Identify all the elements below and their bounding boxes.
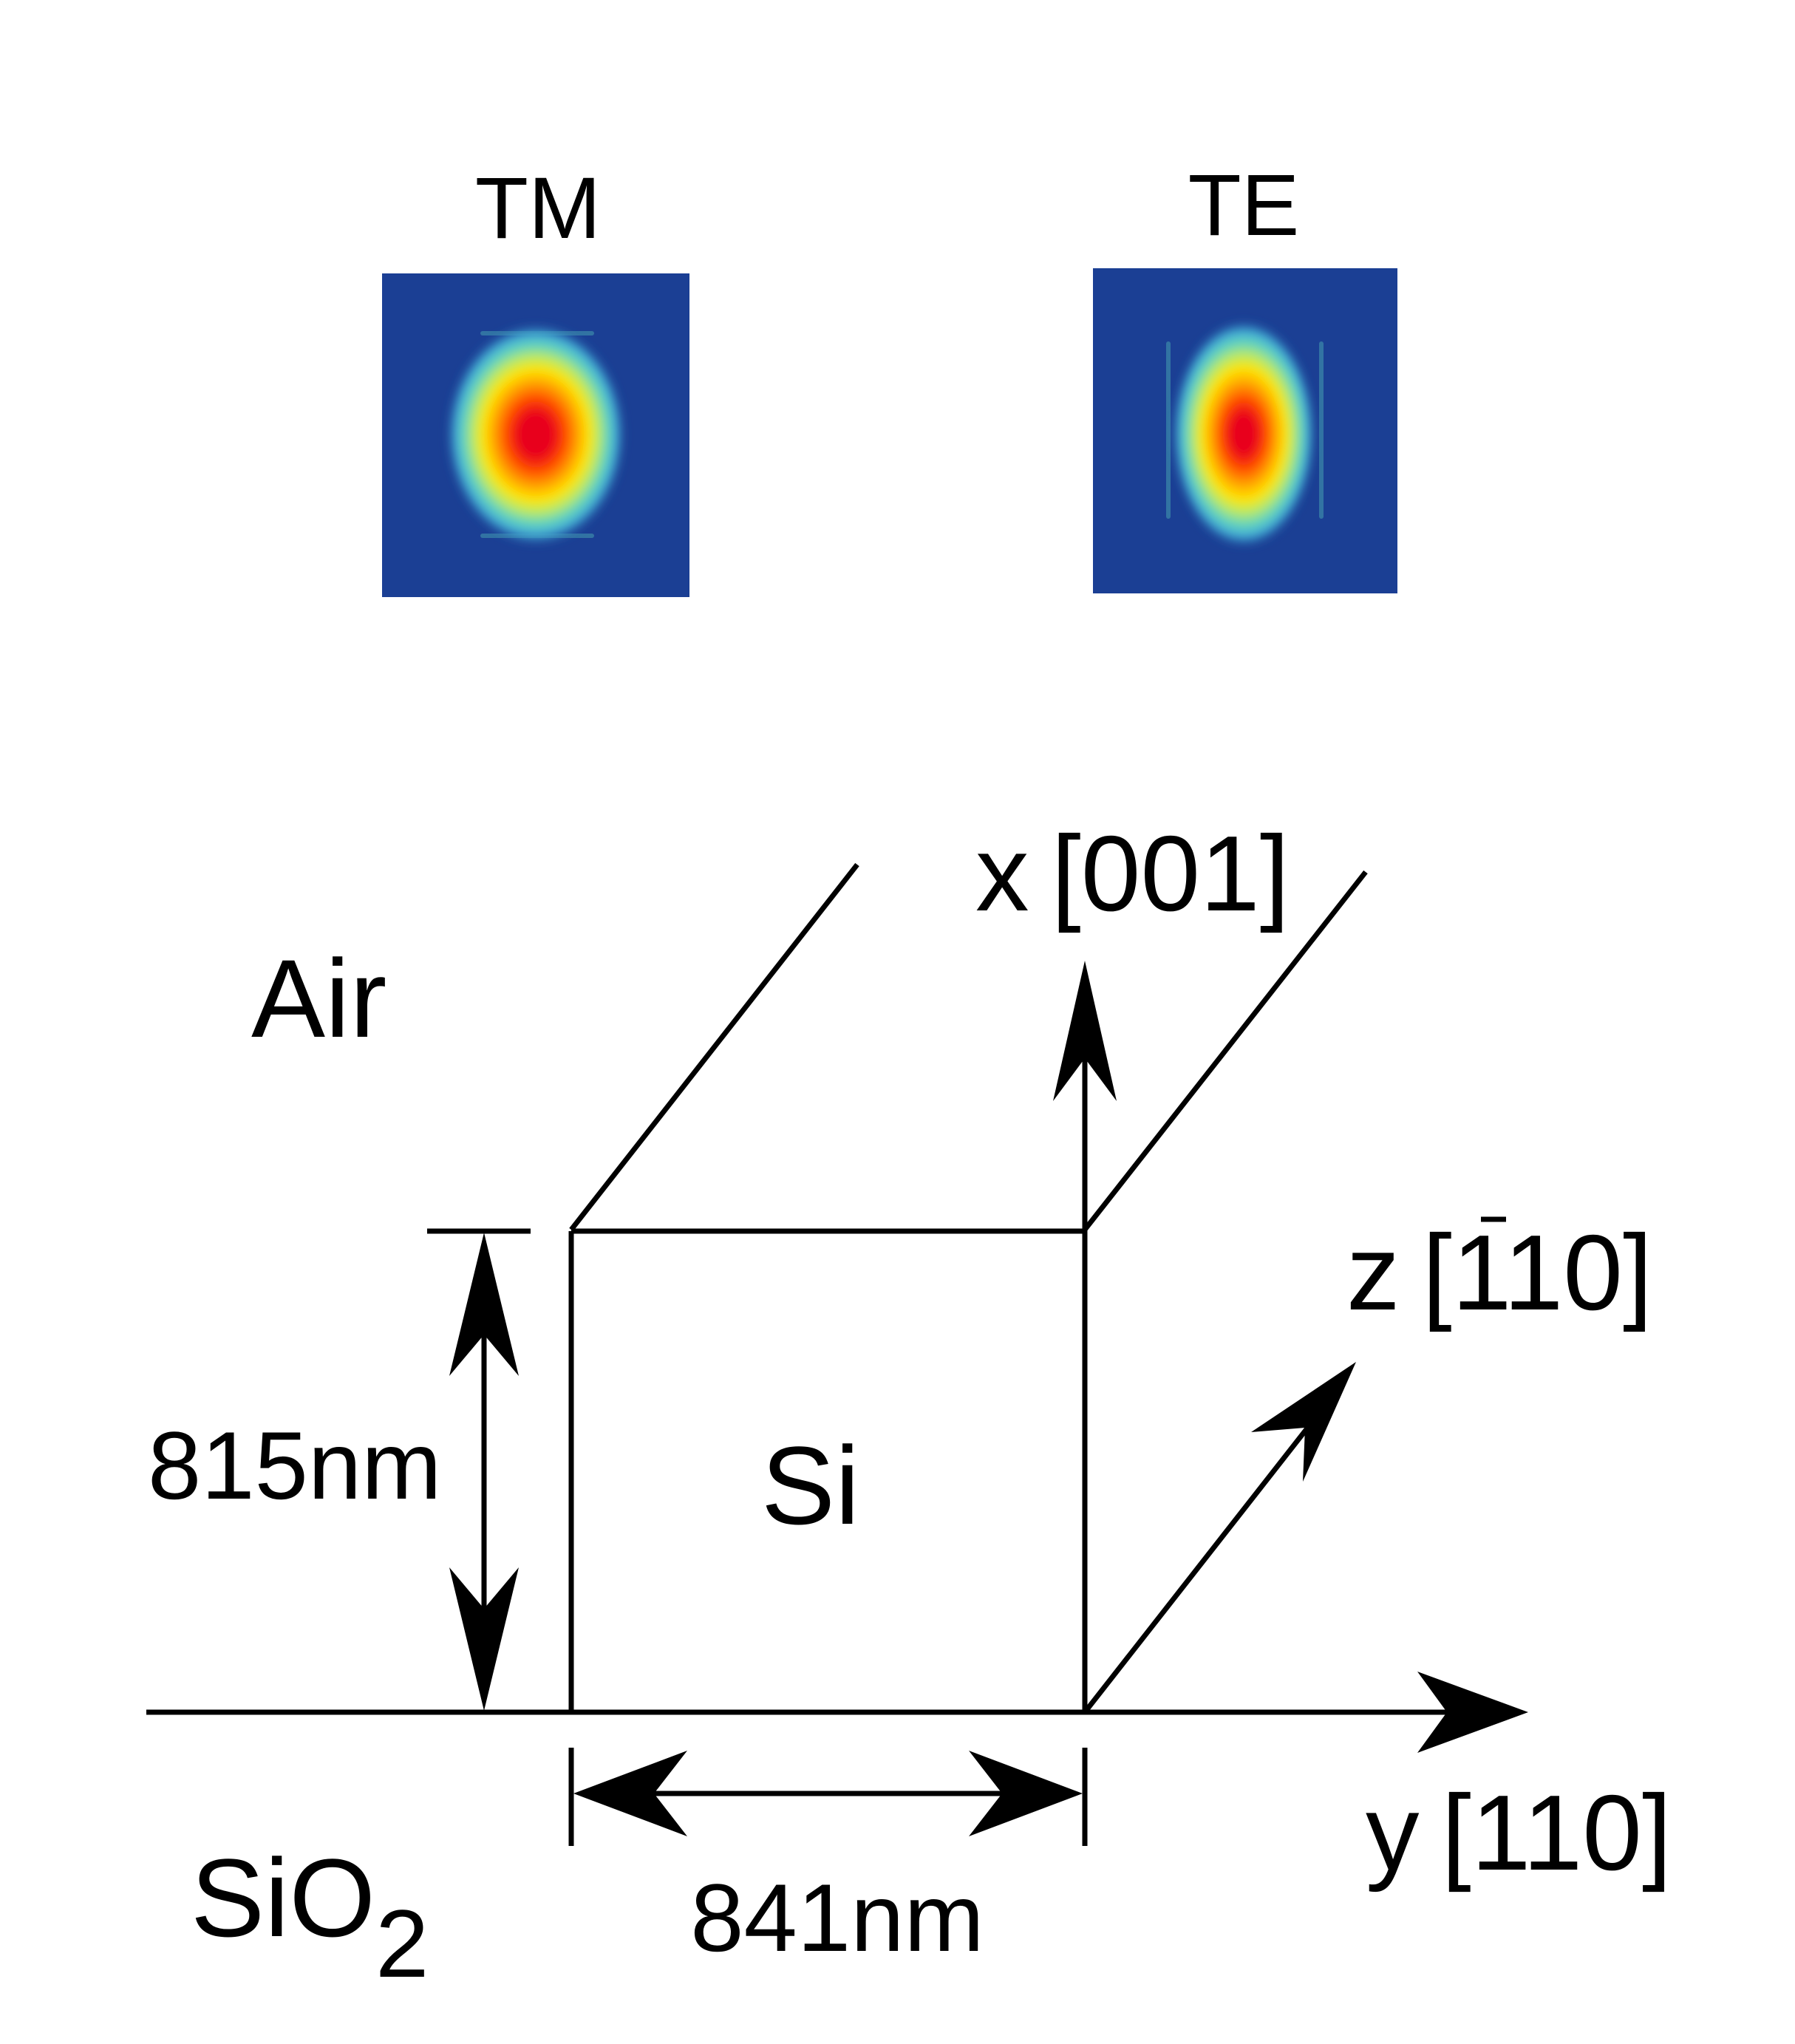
right-perspective-line [1083,870,1368,1232]
z-axis-line [1083,1420,1314,1714]
x-axis-arrowhead [1053,961,1117,1101]
x-axis-index: 001 [1081,814,1260,933]
te-mode-field [1171,319,1316,548]
y-axis-bracket-open: [ [1442,1773,1471,1893]
height-label: 815nm [148,1411,442,1519]
y-axis-label: y[110] [1366,1773,1672,1893]
x-axis-letter: x [975,814,1029,933]
y-axis-letter: y [1366,1773,1420,1893]
si-label: Si [761,1423,859,1547]
x-axis-bracket-open: [ [1052,814,1081,933]
z-axis-index-rest: 10 [1504,1213,1623,1332]
y-axis-bracket-close: ] [1642,1773,1672,1893]
y-axis-index: 110 [1471,1773,1642,1893]
te-left-fringe [1166,341,1171,519]
sio2-main: SiO [191,1836,375,1960]
z-axis-bracket-close: ] [1623,1213,1652,1332]
z-axis-letter: z [1346,1213,1400,1332]
width-dim-right-arrow [969,1751,1083,1836]
width-label: 841nm [690,1864,984,1972]
te-right-fringe [1319,341,1324,519]
sio2-label: SiO2 [191,1836,429,1997]
height-dim-top-arrow [449,1233,519,1376]
z-axis-label: z[110] [1346,1213,1652,1332]
z-axis-arrowhead [1251,1362,1356,1482]
x-axis-bracket-close: ] [1260,814,1290,933]
z-axis-bracket-open: [ [1423,1213,1452,1332]
air-label: Air [251,936,386,1060]
te-mode-profile: TE [1093,157,1397,593]
height-dim-bottom-arrow [449,1567,519,1711]
x-axis-label: x[001] [975,814,1290,933]
te-label: TE [1188,157,1300,254]
tm-mode-field [446,323,626,546]
y-axis-arrowhead [1417,1672,1528,1753]
width-dim-left-arrow [573,1751,687,1836]
sio2-subscript: 2 [375,1890,429,1997]
tm-mode-profile: TM [382,160,689,597]
tm-label: TM [475,160,601,257]
z-axis-index-bar: 1 [1452,1213,1507,1332]
left-perspective-line [569,862,859,1232]
